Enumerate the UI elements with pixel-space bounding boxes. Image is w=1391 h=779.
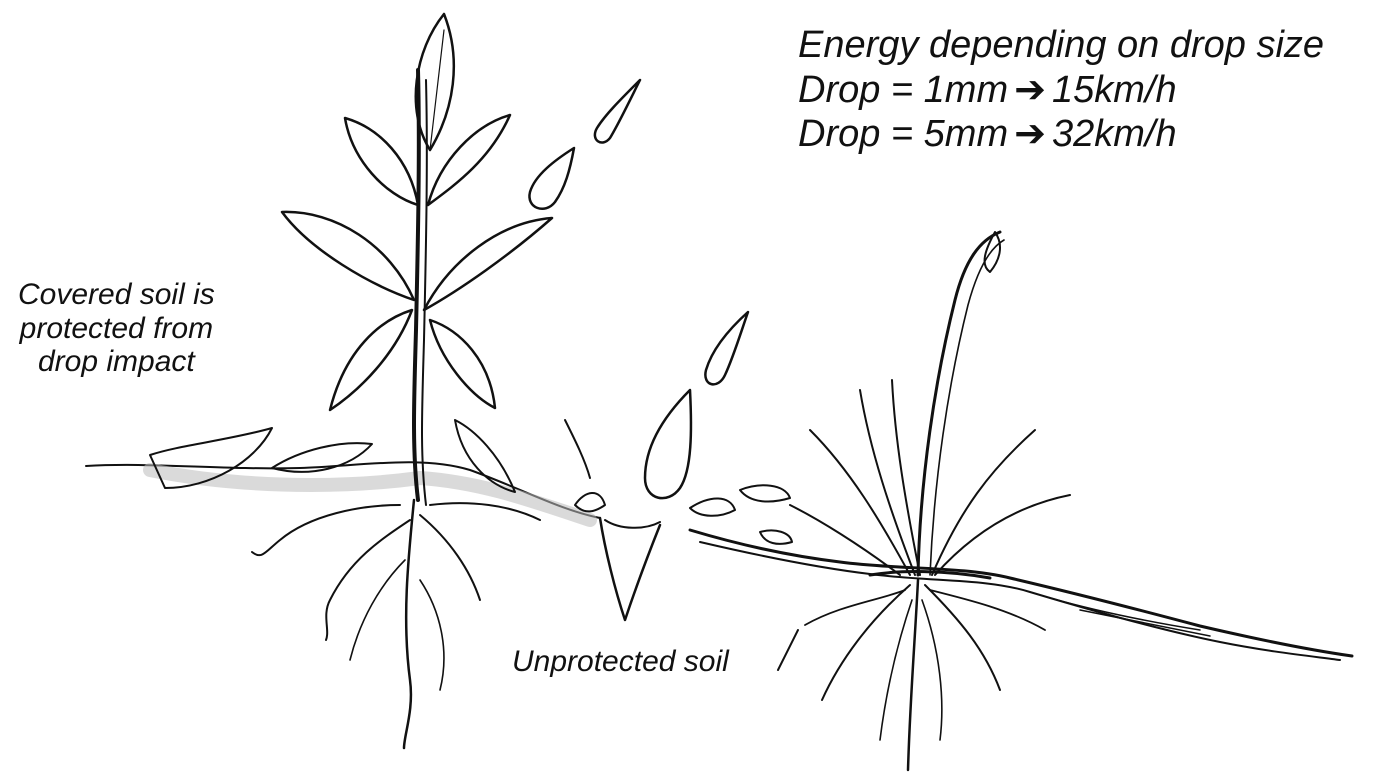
soil-surface-icon [86, 462, 1352, 660]
energy-row-speed: 15km/h [1052, 69, 1177, 111]
grass-tuft-icon [790, 232, 1070, 770]
energy-row-prefix: Drop = 1mm [798, 69, 1008, 111]
drop-energy-note: Energy depending on drop size Drop = 1mm… [798, 24, 1324, 156]
splash-crater-icon [575, 485, 792, 620]
covered-note-line: Covered soil is [18, 278, 215, 312]
covered-note-line: drop impact [18, 345, 215, 379]
energy-row-speed: 32km/h [1052, 113, 1177, 155]
covered-note-line: protected from [18, 312, 215, 346]
unprotected-pointer [778, 630, 798, 670]
unprotected-soil-label: Unprotected soil [512, 645, 729, 679]
raindrop-icon [529, 80, 748, 498]
covered-soil-note: Covered soil is protected from drop impa… [18, 278, 215, 379]
energy-row-prefix: Drop = 5mm [798, 113, 1008, 155]
energy-row: Drop = 5mm➔32km/h [798, 113, 1324, 156]
energy-row: Drop = 1mm➔15km/h [798, 69, 1324, 112]
right-arrow-icon: ➔ [1014, 113, 1046, 155]
energy-heading: Energy depending on drop size [798, 24, 1324, 67]
right-arrow-icon: ➔ [1014, 69, 1046, 111]
leafy-plant-icon [150, 14, 552, 748]
